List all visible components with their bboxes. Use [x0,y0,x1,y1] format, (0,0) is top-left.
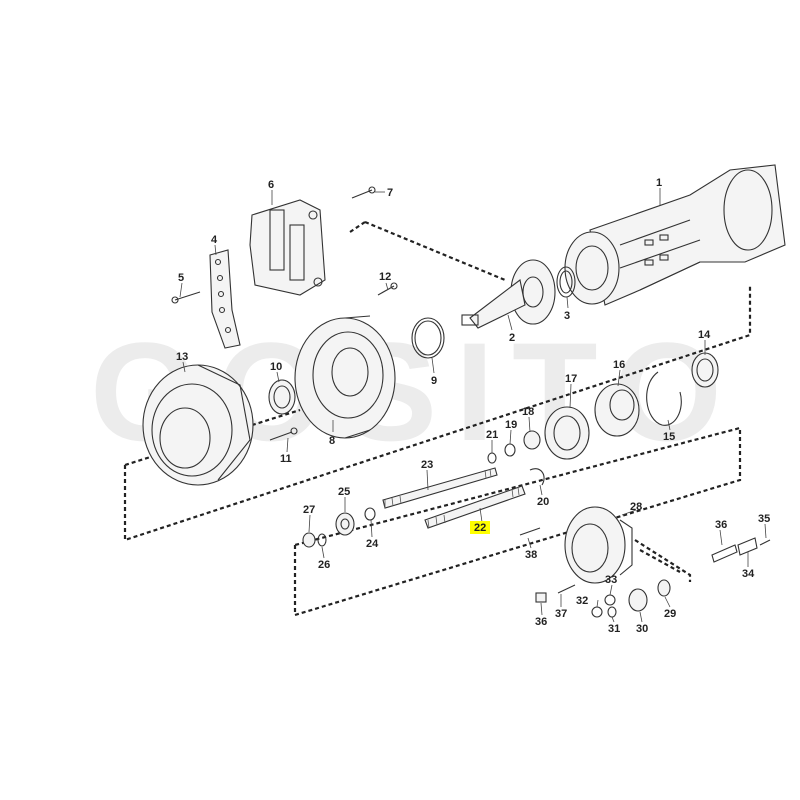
bolt-12-part [377,282,398,296]
callout-38[interactable]: 38 [525,549,537,561]
bolt-37-part [557,584,576,594]
bolt-11-part [269,427,298,441]
callout-10[interactable]: 10 [270,361,282,373]
callout-33[interactable]: 33 [605,574,617,586]
callout-9[interactable]: 9 [431,375,437,387]
o-ring-part [411,317,445,359]
callout-2[interactable]: 2 [509,332,515,344]
callout-13[interactable]: 13 [176,351,188,363]
shaft-22-part [424,485,526,529]
callout-8[interactable]: 8 [329,435,335,447]
seal-ring-part [556,266,576,298]
pinion-25-part [335,512,355,536]
ring-31-part [607,606,617,618]
circlip-20-part [529,468,545,486]
callout-4[interactable]: 4 [211,234,218,246]
callout-20[interactable]: 20 [537,496,549,508]
callout-21[interactable]: 21 [486,429,498,441]
callout-18[interactable]: 18 [522,406,534,418]
callout-16[interactable]: 16 [613,359,625,371]
plug-36-part [535,592,547,603]
callout-36-pin[interactable]: 36 [715,519,727,531]
bolt-5-part [171,291,201,304]
washer-18-part [523,430,541,450]
callout-1[interactable]: 1 [656,177,662,189]
caliper-part [249,199,326,296]
callout-35[interactable]: 35 [758,513,770,525]
bracket-plate-part [209,249,241,349]
callout-3[interactable]: 3 [564,310,570,322]
callout-25[interactable]: 25 [338,486,350,498]
ring-26-part [317,533,327,547]
bolt-38-part [519,527,541,536]
callout-34[interactable]: 34 [742,568,755,580]
washer-27-part [302,532,316,548]
callout-36[interactable]: 36 [535,616,547,628]
lower-dashed-frame [293,426,742,617]
highlight-box-22 [470,521,490,534]
callout-29[interactable]: 29 [664,608,676,620]
callout-32[interactable]: 32 [576,595,588,607]
callout-23[interactable]: 23 [421,459,433,471]
callout-27[interactable]: 27 [303,504,315,516]
pin-dashed-bracket [634,539,692,582]
callout-15[interactable]: 15 [663,431,675,443]
washer-33-part [604,594,616,606]
washer-32-part [591,606,603,618]
bearing-14-part [691,352,719,388]
callout-14[interactable]: 14 [698,329,711,341]
callout-26[interactable]: 26 [318,559,330,571]
callout-37[interactable]: 37 [555,608,567,620]
ring-gear-part [544,406,590,460]
callout-12[interactable]: 12 [379,271,391,283]
hub-cover-part [564,506,633,584]
snap-ring-part [646,371,682,426]
callout-7[interactable]: 7 [387,187,393,199]
callout-6[interactable]: 6 [268,179,274,191]
brake-disc-part [294,315,396,439]
spindle-part [461,259,556,329]
bolt-7-part [351,186,376,199]
callout-labels: 1 2 3 4 5 6 7 8 9 10 11 12 13 14 15 16 1… [176,177,770,635]
callout-24[interactable]: 24 [366,538,379,550]
planet-carrier-part [594,383,640,437]
callout-31[interactable]: 31 [608,623,620,635]
callout-30[interactable]: 30 [636,623,648,635]
callout-11[interactable]: 11 [280,453,292,465]
callout-5[interactable]: 5 [178,272,184,284]
pinion-30-part [628,588,648,612]
callout-22[interactable]: 22 [474,522,486,534]
axle-housing-part [564,164,786,306]
callout-28[interactable]: 28 [630,501,642,513]
shaft-23-part [382,467,498,509]
screw-35-part [759,539,771,546]
bearing-29-part [657,579,671,597]
bearing-10-part [268,379,296,415]
pin-34-part [737,537,758,556]
leader-lines [179,188,767,623]
wheel-hub-part [142,364,254,486]
ring-24-part [364,507,376,521]
pin-36-shaft-part [711,544,738,563]
callout-17[interactable]: 17 [565,373,577,385]
callout-19[interactable]: 19 [505,419,517,431]
